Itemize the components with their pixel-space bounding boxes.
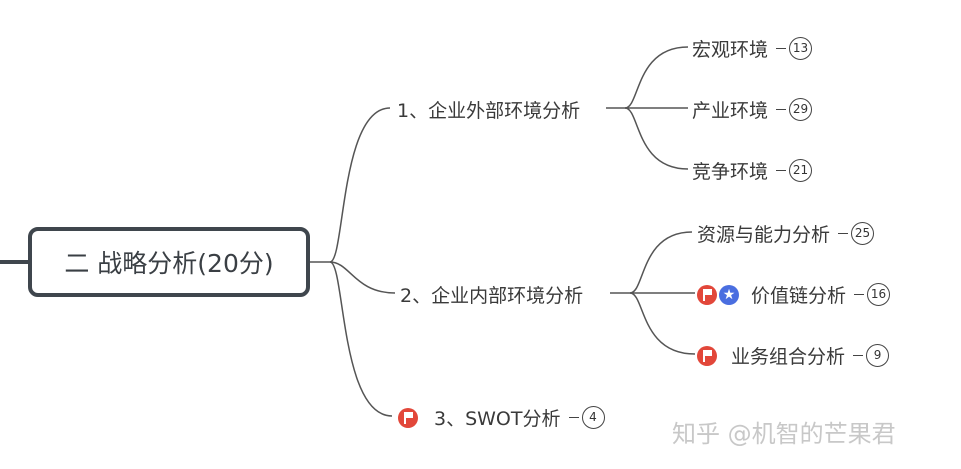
branch-internal-analysis[interactable]: 2、企业内部环境分析 [400, 281, 583, 308]
topic-label: 价值链分析 [751, 285, 847, 307]
collapse-line [838, 233, 849, 234]
topic-label: 竞争环境 [692, 161, 769, 183]
branch-label: 3、SWOT分析 [434, 408, 561, 430]
flag-icon [697, 345, 717, 366]
watermark: 知乎 @机智的芒果君 [672, 420, 896, 448]
topic-resources-capabilities[interactable]: 资源与能力分析 25 [697, 220, 875, 247]
collapse-line [776, 48, 787, 49]
topic-label: 宏观环境 [692, 39, 769, 61]
connector-child-2-3 [629, 292, 696, 355]
collapse-line [854, 294, 865, 295]
topic-industry-environment[interactable]: 产业环境 29 [692, 96, 813, 123]
collapse-line [568, 417, 579, 418]
connector-child-1-1 [624, 46, 689, 109]
root-topic[interactable]: 二 战略分析(20分) [28, 227, 310, 297]
root-topic-label: 二 战略分析(20分) [64, 249, 274, 278]
connector-child-2-1 [629, 231, 693, 294]
collapsed-count-badge[interactable]: 13 [789, 37, 813, 60]
branch-external-analysis[interactable]: 1、企业外部环境分析 [397, 96, 580, 123]
flag-icon [697, 284, 717, 305]
connector-branch-3 [329, 261, 393, 417]
topic-label: 业务组合分析 [731, 346, 846, 368]
collapsed-count-badge[interactable]: 29 [789, 98, 813, 121]
topic-label: 资源与能力分析 [697, 224, 831, 246]
collapse-line [776, 170, 787, 171]
collapsed-count-badge[interactable]: 9 [866, 344, 890, 367]
branch-label: 2、企业内部环境分析 [400, 285, 584, 307]
connector-child-1-3 [624, 107, 689, 170]
branch-swot-analysis[interactable]: 3、SWOT分析 4 [398, 404, 605, 431]
topic-business-portfolio[interactable]: 业务组合分析 9 [697, 342, 890, 369]
topic-label: 产业环境 [692, 100, 769, 122]
star-icon: ★ [719, 284, 739, 305]
collapsed-count-badge[interactable]: 21 [789, 159, 813, 182]
collapse-line [853, 355, 864, 356]
flag-icon [398, 407, 418, 428]
branch-label: 1、企业外部环境分析 [397, 100, 581, 122]
topic-competitive-environment[interactable]: 竞争环境 21 [692, 157, 813, 184]
collapse-line [776, 109, 787, 110]
collapsed-count-badge[interactable]: 4 [581, 406, 605, 429]
topic-value-chain[interactable]: ★ 价值链分析 16 [697, 281, 891, 308]
collapsed-count-badge[interactable]: 25 [851, 222, 875, 245]
collapsed-count-badge[interactable]: 16 [867, 283, 891, 306]
topic-macro-environment[interactable]: 宏观环境 13 [692, 35, 813, 62]
connector-branch-1 [329, 107, 391, 263]
connector-branch-2 [329, 261, 396, 294]
